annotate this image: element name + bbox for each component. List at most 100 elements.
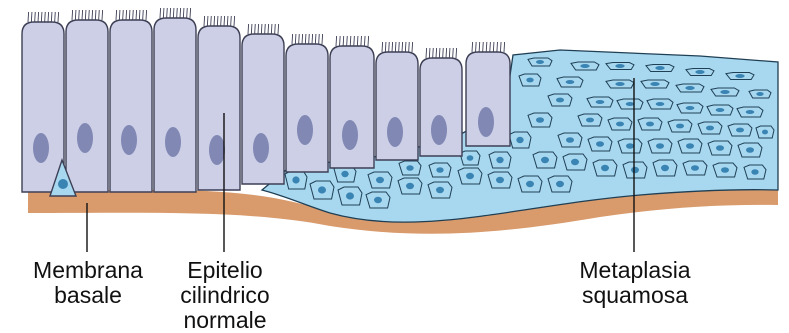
- squamous-nucleus: [536, 60, 544, 64]
- squamous-nucleus: [615, 82, 624, 86]
- squamous-nucleus: [346, 192, 354, 199]
- squamous-nucleus: [721, 167, 729, 173]
- squamous-nucleus: [661, 165, 669, 171]
- squamous-nucleus: [341, 171, 348, 177]
- membrana-basale-line-2: basale: [18, 283, 158, 308]
- squamous-nucleus: [716, 145, 724, 151]
- squamous-nucleus: [292, 176, 299, 183]
- squamous-nucleus: [650, 82, 659, 86]
- cilia-icon: [160, 8, 191, 18]
- squamous-nucleus: [746, 147, 754, 153]
- squamous-nucleus: [686, 143, 694, 149]
- columnar-cell: [198, 26, 240, 190]
- epitelio-cilindrico-line-2: cilindrico: [160, 283, 290, 308]
- squamous-nucleus: [596, 100, 605, 104]
- cilia-icon: [426, 48, 457, 58]
- squamous-nucleus: [376, 177, 384, 183]
- squamous-nucleus: [596, 141, 604, 147]
- squamous-nucleus: [566, 80, 575, 84]
- squamous-nucleus: [436, 167, 443, 173]
- squamous-nucleus: [762, 130, 768, 135]
- squamous-nucleus: [626, 102, 635, 106]
- columnar-nucleus: [33, 133, 49, 163]
- squamous-nucleus: [695, 70, 704, 74]
- squamous-nucleus: [556, 181, 564, 187]
- columnar-nucleus: [209, 135, 225, 165]
- squamous-nucleus: [406, 165, 413, 171]
- squamous-nucleus: [526, 78, 533, 83]
- columnar-nucleus: [387, 117, 403, 147]
- cilia-icon: [292, 34, 323, 44]
- squamous-nucleus: [626, 143, 634, 149]
- squamous-nucleus: [536, 117, 544, 123]
- columnar-cell: [110, 20, 152, 192]
- columnar-cell: [22, 22, 64, 192]
- squamous-nucleus: [615, 64, 624, 68]
- squamous-nucleus: [655, 66, 664, 70]
- cilia-icon: [204, 16, 235, 26]
- squamous-nucleus: [686, 106, 695, 110]
- squamous-nucleus: [736, 128, 744, 133]
- squamous-nucleus: [516, 137, 523, 143]
- epitelio-cilindrico-line-3: normale: [160, 308, 290, 333]
- squamous-nucleus: [566, 137, 574, 143]
- squamous-nucleus: [616, 122, 624, 127]
- columnar-nucleus: [253, 133, 269, 163]
- cilia-icon: [248, 24, 279, 34]
- columnar-nucleus: [77, 123, 93, 153]
- squamous-nucleus: [720, 90, 729, 94]
- squamous-nucleus: [496, 157, 503, 163]
- columnar-nucleus: [431, 115, 447, 145]
- squamous-nucleus: [685, 86, 694, 90]
- cilia-icon: [116, 10, 147, 20]
- cilia-icon: [28, 12, 59, 22]
- squamous-nucleus: [580, 64, 589, 68]
- metaplasia-squamosa-label: Metaplasia squamosa: [560, 258, 710, 308]
- squamous-nucleus: [374, 197, 382, 203]
- squamous-nucleus: [735, 74, 744, 78]
- squamous-nucleus: [496, 177, 504, 183]
- squamous-nucleus: [466, 173, 474, 179]
- squamous-nucleus: [756, 92, 763, 96]
- columnar-cell: [286, 44, 328, 172]
- basal-cell-nucleus: [58, 179, 68, 189]
- squamous-nucleus: [406, 183, 414, 189]
- squamous-nucleus: [541, 157, 549, 163]
- cilia-icon: [472, 42, 505, 52]
- epitelio-cilindrico-line-1: Epitelio: [160, 258, 290, 283]
- columnar-cell: [154, 18, 196, 192]
- squamous-nucleus: [646, 122, 654, 127]
- squamous-nucleus: [601, 165, 609, 171]
- squamous-nucleus: [467, 155, 474, 161]
- columnar-nucleus: [121, 125, 137, 155]
- squamous-nucleus: [656, 102, 665, 106]
- squamous-nucleus: [716, 108, 725, 112]
- columnar-nucleus: [165, 127, 181, 157]
- metaplasia-squamosa-line-2: squamosa: [560, 283, 710, 308]
- columnar-nucleus: [478, 107, 494, 137]
- squamous-nucleus: [676, 124, 684, 129]
- metaplasia-squamosa-line-1: Metaplasia: [560, 258, 710, 283]
- columnar-nucleus: [342, 120, 358, 150]
- squamous-nucleus: [571, 159, 579, 165]
- squamous-nucleus: [436, 187, 444, 193]
- squamous-nucleus: [318, 186, 326, 193]
- squamous-nucleus: [691, 165, 699, 171]
- squamous-nucleus: [746, 110, 755, 114]
- columnar-cell: [330, 46, 374, 168]
- membrana-basale-line-1: Membrana: [18, 258, 158, 283]
- squamous-nucleus: [526, 181, 534, 187]
- squamous-nucleus: [706, 126, 714, 131]
- cilia-icon: [382, 42, 413, 52]
- columnar-nucleus: [297, 115, 313, 145]
- squamous-nucleus: [751, 169, 758, 175]
- columnar-cell: [66, 20, 108, 192]
- squamous-nucleus: [656, 143, 664, 149]
- epitelio-cilindrico-label: Epitelio cilindrico normale: [160, 258, 290, 333]
- squamous-nucleus: [556, 98, 564, 103]
- cilia-icon: [72, 10, 103, 20]
- cilia-icon: [336, 36, 369, 46]
- squamous-nucleus: [586, 118, 594, 123]
- squamous-nucleus: [631, 167, 639, 173]
- membrana-basale-label: Membrana basale: [18, 258, 158, 308]
